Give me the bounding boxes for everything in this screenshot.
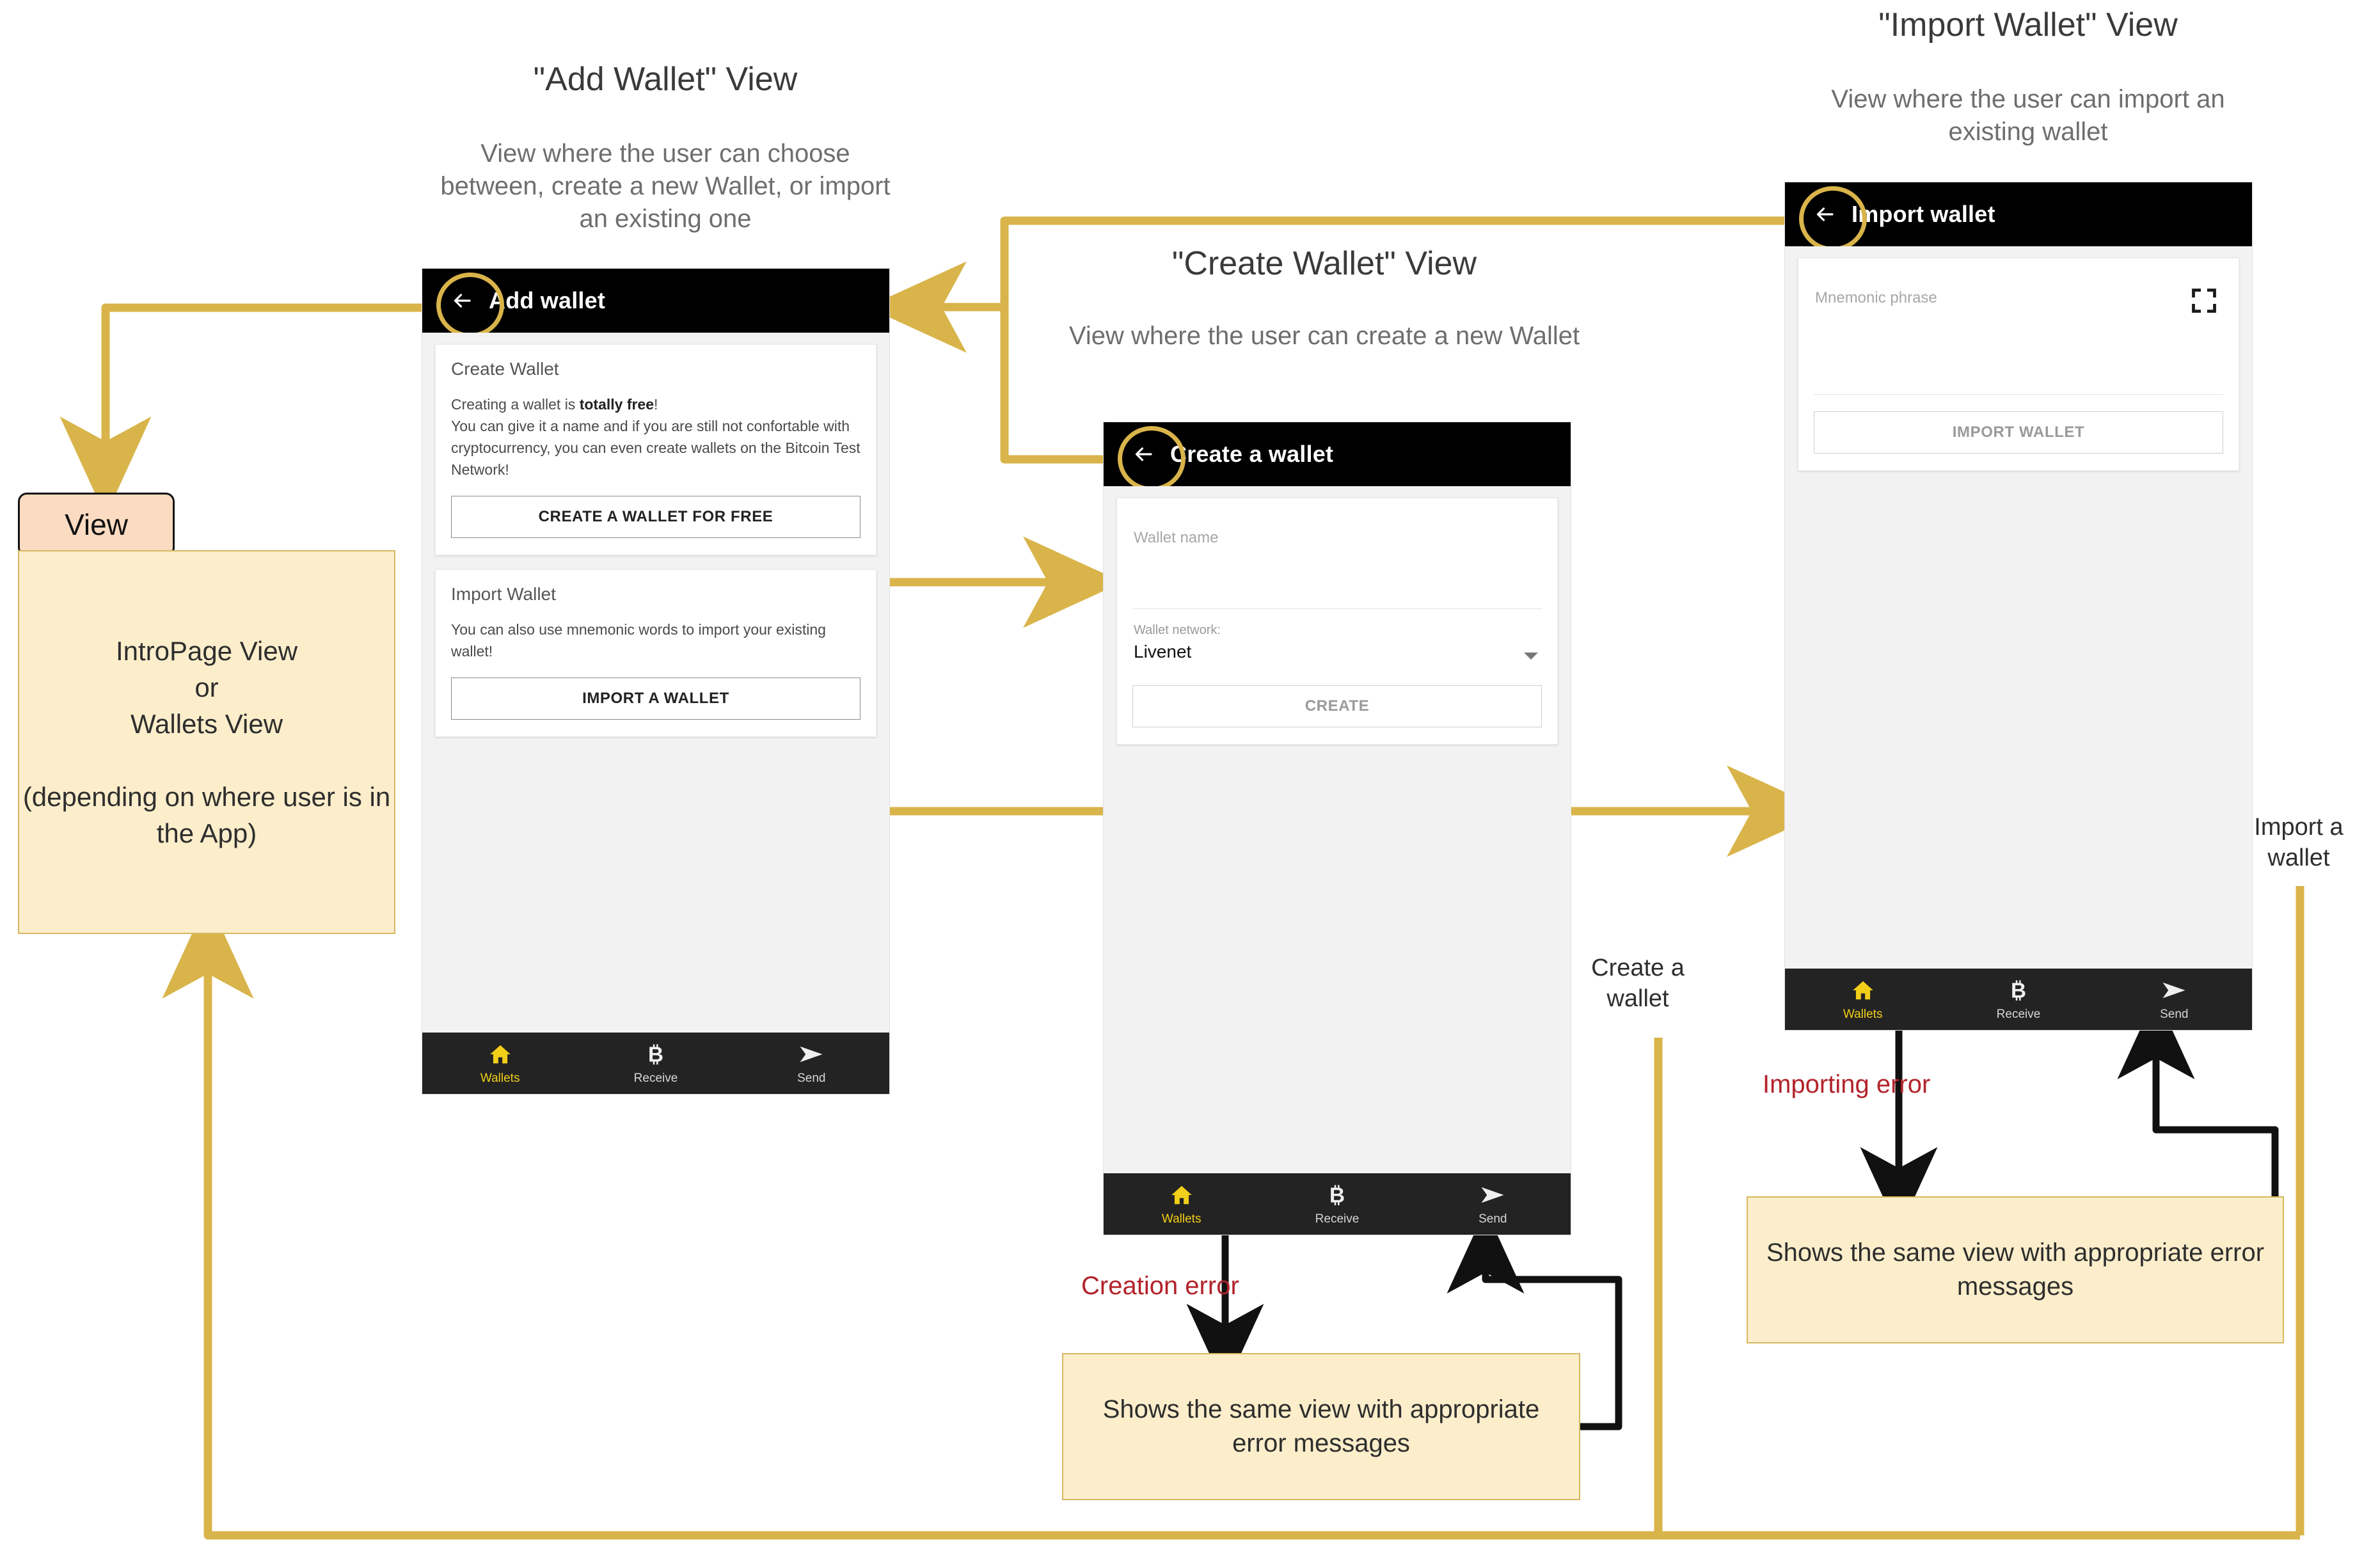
create-wallet-view-title: "Create Wallet" View xyxy=(1171,245,1477,282)
import-wallet-view-subtitle: View where the user can import an existi… xyxy=(1831,85,2225,147)
add-wallet-body: Create Wallet Creating a wallet is total… xyxy=(422,333,889,1033)
phone-add-wallet: Add wallet Create Wallet Creating a wall… xyxy=(422,269,889,1094)
legend-view-chip: View xyxy=(18,493,175,557)
creation-error-note-text: Shows the same view with appropriate err… xyxy=(1102,1395,1540,1457)
import-wallet-appbar: Import wallet xyxy=(1785,182,2252,251)
import-wallet-body: Mnemonic phrase IMPORT WALLET xyxy=(1785,246,2252,969)
edge-label-import-a-wallet: Import a wallet xyxy=(2254,814,2343,871)
create-wallet-view-subtitle: View where the user can create a new Wal… xyxy=(1068,322,1580,350)
edge-label-importing-error: Importing error xyxy=(1763,1070,1931,1098)
send-icon xyxy=(1479,1182,1506,1208)
create-wallet-body: Wallet name Wallet network: Livenet CREA… xyxy=(1104,486,1571,1173)
nav-label-wallets: Wallets xyxy=(1161,1212,1201,1226)
create-wallet-navbar: Wallets B Receive Send xyxy=(1104,1173,1571,1235)
creation-error-note: Shows the same view with appropriate err… xyxy=(1062,1353,1580,1500)
home-icon xyxy=(488,1041,513,1068)
import-wallet-navbar: Wallets B Receive Send xyxy=(1785,969,2252,1030)
nav-label-receive: Receive xyxy=(633,1072,678,1085)
back-arrow-icon[interactable] xyxy=(450,289,473,312)
add-wallet-view-title: "Add Wallet" View xyxy=(533,61,798,98)
add-wallet-navbar: Wallets B Receive Send xyxy=(422,1033,889,1094)
svg-text:B: B xyxy=(2011,979,2026,1003)
create-a-wallet-for-free-button[interactable]: CREATE A WALLET FOR FREE xyxy=(451,496,860,539)
bitcoin-icon: B xyxy=(2006,977,2031,1004)
wallet-network-select[interactable]: Wallet network: Livenet xyxy=(1132,609,1542,671)
add-wallet-view-subtitle: View where the user can choose between, … xyxy=(440,139,891,234)
send-icon xyxy=(2161,977,2187,1004)
add-wallet-appbar: Add wallet xyxy=(422,269,889,338)
qr-scan-icon[interactable] xyxy=(2190,287,2218,315)
nav-item-receive[interactable]: B Receive xyxy=(1942,977,2096,1022)
add-wallet-title: Add wallet xyxy=(489,287,606,313)
import-wallet-card-text: You can also use mnemonic words to impor… xyxy=(451,621,826,660)
create-wallet-card-title: Create Wallet xyxy=(451,359,559,379)
import-wallet-button[interactable]: IMPORT WALLET xyxy=(1814,411,2223,454)
create-wallet-appbar: Create a wallet xyxy=(1104,422,1571,491)
nav-item-wallets[interactable]: Wallets xyxy=(1104,1182,1258,1226)
back-arrow-icon[interactable] xyxy=(1813,203,1836,226)
svg-text:B: B xyxy=(648,1043,663,1067)
mnemonic-phrase-field[interactable]: Mnemonic phrase xyxy=(1814,280,2223,395)
create-wallet-form-card: Wallet name Wallet network: Livenet CREA… xyxy=(1116,498,1558,745)
nav-label-wallets: Wallets xyxy=(1843,1008,1883,1021)
phone-import-wallet: Import wallet Mnemonic phrase IMPORT WAL… xyxy=(1785,182,2252,1030)
nav-label-send: Send xyxy=(2160,1008,2189,1021)
wallet-name-field[interactable]: Wallet name xyxy=(1132,520,1542,609)
importing-error-note-text: Shows the same view with appropriate err… xyxy=(1766,1238,2265,1301)
bitcoin-icon: B xyxy=(1324,1182,1350,1208)
legend-view-body-text: IntroPage View or Wallets View (dependin… xyxy=(22,635,391,849)
nav-item-send[interactable]: Send xyxy=(734,1041,889,1086)
nav-item-send[interactable]: Send xyxy=(1416,1182,1570,1226)
nav-label-send: Send xyxy=(1479,1212,1507,1226)
nav-item-wallets[interactable]: Wallets xyxy=(1786,977,1940,1022)
phone-create-wallet: Create a wallet Wallet name Wallet netwo… xyxy=(1104,422,1571,1235)
create-wallet-title: Create a wallet xyxy=(1170,441,1334,467)
nav-label-receive: Receive xyxy=(1315,1212,1360,1226)
create-wallet-card-text: Creating a wallet is totally free! You c… xyxy=(451,393,860,480)
import-wallet-form-card: Mnemonic phrase IMPORT WALLET xyxy=(1798,258,2239,471)
create-wallet-line1-suffix: ! xyxy=(654,396,658,413)
import-wallet-title: Import wallet xyxy=(1852,201,1995,227)
import-wallet-view-title: "Import Wallet" View xyxy=(1878,6,2178,44)
home-icon xyxy=(1850,977,1876,1004)
legend-view-body: IntroPage View or Wallets View (dependin… xyxy=(18,550,395,934)
nav-item-receive[interactable]: B Receive xyxy=(1260,1182,1415,1226)
back-arrow-icon[interactable] xyxy=(1132,443,1155,466)
mnemonic-phrase-placeholder: Mnemonic phrase xyxy=(1815,289,1937,306)
nav-label-receive: Receive xyxy=(1996,1008,2041,1021)
chevron-down-icon xyxy=(1524,653,1538,660)
create-wallet-line1-prefix: Creating a wallet is xyxy=(451,396,580,413)
import-a-wallet-button[interactable]: IMPORT A WALLET xyxy=(451,677,860,720)
wallet-network-value: Livenet xyxy=(1134,642,1192,661)
importing-error-note: Shows the same view with appropriate err… xyxy=(1747,1196,2284,1343)
home-icon xyxy=(1169,1182,1194,1208)
edge-label-creation-error: Creation error xyxy=(1081,1272,1239,1300)
create-button[interactable]: CREATE xyxy=(1132,685,1542,727)
nav-item-send[interactable]: Send xyxy=(2097,977,2251,1022)
import-wallet-card-title: Import Wallet xyxy=(451,584,556,605)
wallet-network-label: Wallet network: xyxy=(1134,623,1221,637)
import-wallet-card: Import Wallet You can also use mnemonic … xyxy=(435,569,876,738)
send-icon xyxy=(798,1041,825,1068)
nav-label-wallets: Wallets xyxy=(480,1072,520,1085)
svg-text:B: B xyxy=(1329,1184,1345,1208)
nav-item-wallets[interactable]: Wallets xyxy=(423,1041,577,1086)
nav-item-receive[interactable]: B Receive xyxy=(579,1041,733,1086)
edge-label-create-a-wallet: Create a wallet xyxy=(1591,954,1685,1012)
wallet-name-placeholder: Wallet name xyxy=(1134,529,1219,546)
bitcoin-icon: B xyxy=(643,1041,669,1068)
create-wallet-card: Create Wallet Creating a wallet is total… xyxy=(435,344,876,556)
nav-label-send: Send xyxy=(797,1072,826,1085)
wire-back-to-view xyxy=(59,303,448,516)
create-wallet-line1-bold: totally free xyxy=(579,396,654,413)
create-wallet-line2: You can give it a name and if you are st… xyxy=(451,418,860,479)
